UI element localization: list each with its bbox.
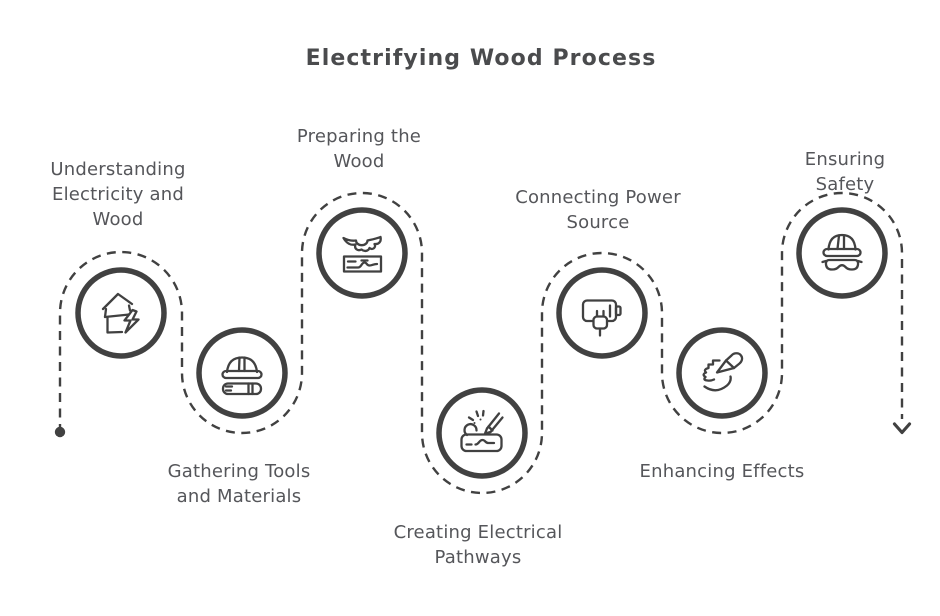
step-label-1: Understanding Electricity and Wood — [50, 159, 186, 230]
hardhat-tools-icon — [221, 356, 263, 396]
process-flow-path — [58, 191, 904, 495]
step-label-3: Preparing the Wood — [296, 126, 422, 172]
start-dot — [54, 426, 66, 438]
step-node-3 — [316, 207, 408, 299]
step-circle — [556, 267, 648, 359]
step-node-4 — [436, 387, 528, 479]
step-circle — [436, 387, 528, 479]
step-circle — [796, 207, 888, 299]
step-label-4: Creating Electrical Pathways — [393, 522, 563, 568]
page-title: Electrifying Wood Process — [305, 46, 657, 71]
step-node-2 — [196, 327, 288, 419]
paintbrush-icon — [702, 352, 744, 392]
step-label-2: Gathering Tools and Materials — [167, 461, 311, 507]
step-label-7: Ensuring Safety — [804, 149, 886, 195]
step-node-6 — [676, 327, 768, 419]
step-circle — [676, 327, 768, 419]
end-arrow-icon — [892, 422, 912, 435]
step-node-7 — [796, 207, 888, 299]
step-circle — [75, 267, 167, 359]
engraving-pen-icon — [460, 409, 504, 453]
step-label-6: Enhancing Effects — [639, 461, 805, 482]
saw-plank-icon — [342, 235, 383, 273]
step-circle — [196, 327, 288, 419]
step-node-1 — [75, 267, 167, 359]
hardhat-goggles-icon — [821, 233, 863, 271]
battery-plug-icon — [581, 299, 622, 337]
house-lightning-icon — [101, 292, 140, 334]
step-node-5 — [556, 267, 648, 359]
step-label-5: Connecting Power Source — [515, 187, 681, 233]
step-circle — [316, 207, 408, 299]
